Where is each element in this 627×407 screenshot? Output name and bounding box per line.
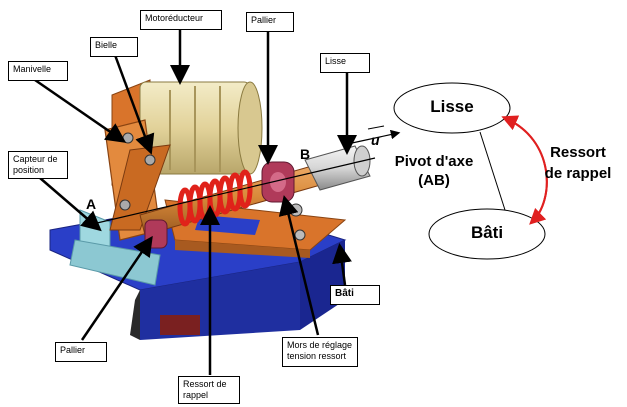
label-pallier-bottom: Pallier xyxy=(55,342,107,362)
axis-ab-line xyxy=(96,157,376,224)
label-bielle: Bielle xyxy=(90,37,138,57)
label-motoreducteur: Motoréducteur xyxy=(140,10,222,30)
point-b: B xyxy=(300,146,311,162)
vector-u-bar xyxy=(367,125,385,130)
edge-ressort-label: Ressort de rappel xyxy=(544,144,612,182)
node-lisse: Lisse xyxy=(430,97,474,116)
label-lisse: Lisse xyxy=(320,53,370,73)
label-mors: Mors de réglage tension ressort xyxy=(282,337,358,367)
node-bati: Bâti xyxy=(470,223,504,242)
point-a: A xyxy=(86,196,97,212)
vector-u-label: u xyxy=(371,132,380,148)
leader-lines xyxy=(34,30,357,375)
liaison-graph xyxy=(393,82,548,260)
vector-u-arrow xyxy=(351,129,401,144)
edge-pivot-label: Pivot d'axe (AB) xyxy=(394,153,474,189)
label-ressort: Ressort de rappel xyxy=(178,376,240,404)
label-pallier-top: Pallier xyxy=(246,12,294,32)
label-bati: Bâti xyxy=(330,285,380,305)
label-manivelle: Manivelle xyxy=(8,61,68,81)
label-capteur: Capteur de position xyxy=(8,151,68,179)
